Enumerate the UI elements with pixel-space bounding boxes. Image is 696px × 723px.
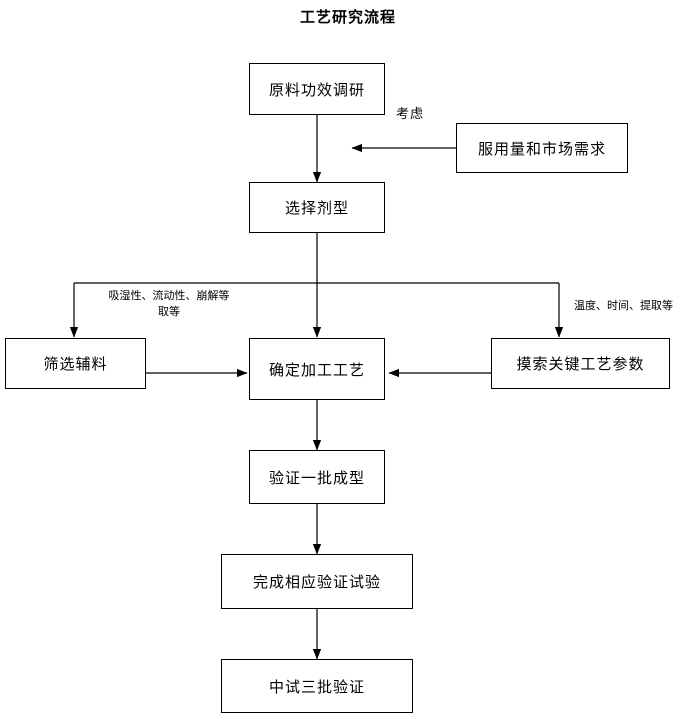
node-raw-material-research[interactable]: 原料功效调研 xyxy=(249,63,385,115)
edge-label-text-line2: 取等 xyxy=(158,305,180,318)
node-label: 服用量和市场需求 xyxy=(477,139,606,158)
node-label: 完成相应验证试验 xyxy=(252,573,381,591)
node-label: 选择剂型 xyxy=(284,199,349,217)
node-label: 摸索关键工艺参数 xyxy=(516,355,645,373)
edge-label-left-branch: 吸湿性、流动性、崩解等 取等 xyxy=(84,288,254,320)
node-verify-one-batch[interactable]: 验证一批成型 xyxy=(249,450,385,504)
page-title: 工艺研究流程 xyxy=(299,8,396,26)
node-dosage-market-demand[interactable]: 服用量和市场需求 xyxy=(456,123,628,173)
node-label: 中试三批验证 xyxy=(268,677,365,696)
edge-label-text-line1: 吸湿性、流动性、崩解等 xyxy=(108,289,230,302)
edge-label-consider: 考虑 xyxy=(396,107,424,123)
node-pilot-three-batches[interactable]: 中试三批验证 xyxy=(221,659,413,713)
edge-label-text: 温度、时间、提取等 xyxy=(574,299,673,312)
node-label: 确定加工工艺 xyxy=(268,360,365,379)
node-select-dosage-form[interactable]: 选择剂型 xyxy=(249,182,385,233)
node-label: 原料功效调研 xyxy=(268,80,365,99)
node-label: 筛选辅料 xyxy=(43,355,108,373)
edge-label-text: 考虑 xyxy=(396,107,425,122)
node-screen-excipients[interactable]: 筛选辅料 xyxy=(5,338,146,389)
node-explore-key-parameters[interactable]: 摸索关键工艺参数 xyxy=(491,338,670,389)
node-complete-validation-tests[interactable]: 完成相应验证试验 xyxy=(221,554,413,609)
node-determine-process[interactable]: 确定加工工艺 xyxy=(249,338,385,400)
edge-label-right-branch: 温度、时间、提取等 xyxy=(574,298,673,314)
node-label: 验证一批成型 xyxy=(268,468,365,487)
